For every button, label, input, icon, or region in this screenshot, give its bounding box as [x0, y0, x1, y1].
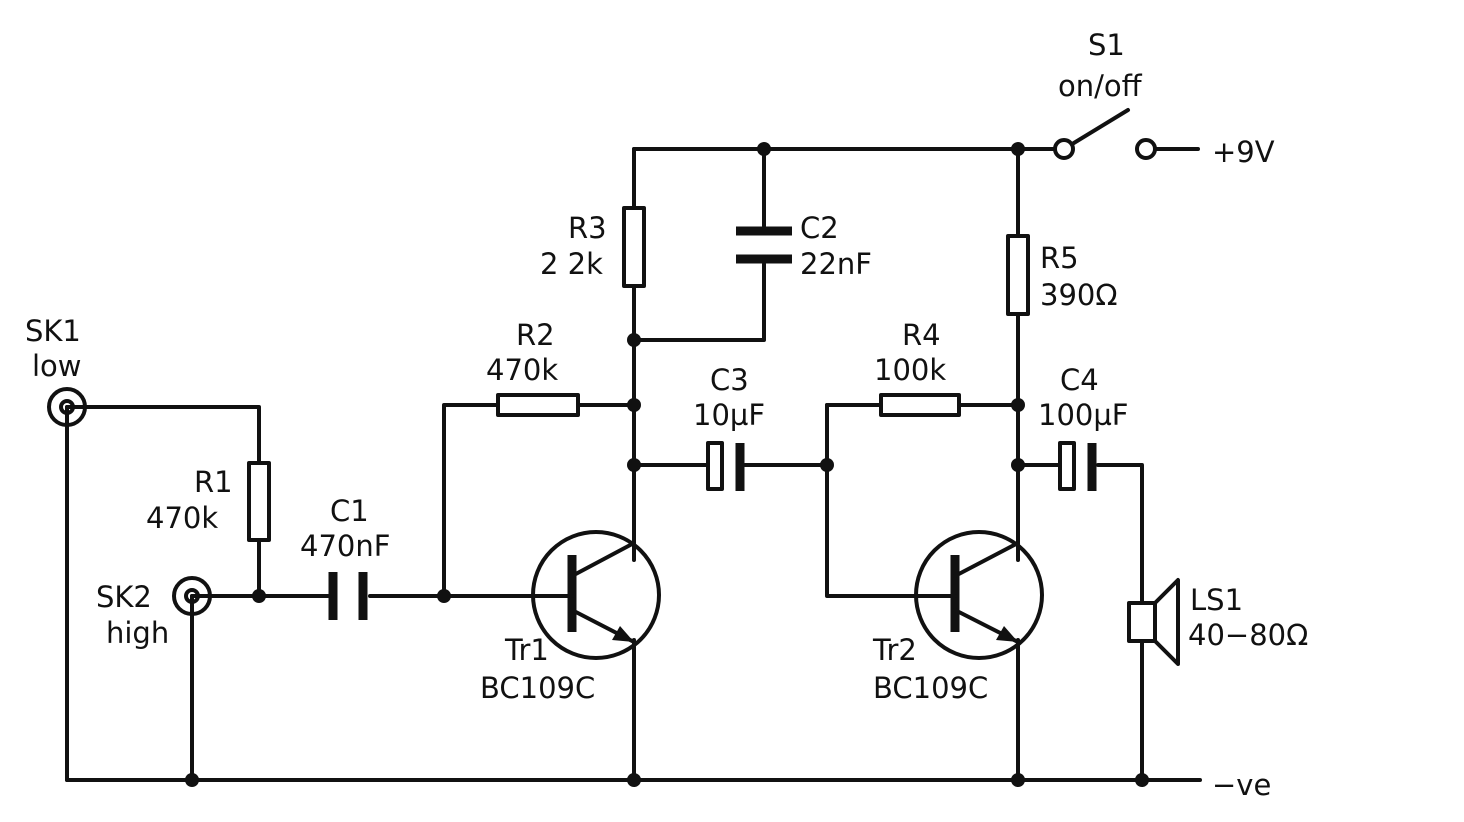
- label-ls1-value: 40−80Ω: [1188, 618, 1308, 652]
- label-r3-value: 2 2k: [540, 247, 603, 281]
- label-supply-negative: −ve: [1212, 768, 1271, 802]
- resistor-r2: [496, 393, 580, 417]
- loudspeaker-ls1: [1127, 578, 1180, 666]
- label-r3-ref: R3: [568, 211, 607, 245]
- label-r4-value: 100k: [874, 353, 946, 387]
- label-sk2-ref: SK2: [96, 580, 152, 614]
- label-sk1-value: low: [32, 349, 82, 383]
- label-tr1-value: BC109C: [480, 671, 595, 705]
- label-s1-ref: S1: [1088, 28, 1125, 62]
- resistor-r5: [1006, 234, 1030, 316]
- capacitor-c2: [736, 226, 792, 264]
- label-sk2-value: high: [106, 616, 169, 650]
- capacitor-c1: [328, 572, 368, 620]
- labels: S1 on/off +9V −ve SK1 low SK2 high R1 47…: [25, 28, 1308, 802]
- wires: [65, 108, 1202, 782]
- socket-sk1: [47, 387, 87, 427]
- switch-s1: [1053, 138, 1157, 160]
- label-c3-ref: C3: [710, 363, 749, 397]
- resistor-r1: [247, 461, 271, 542]
- label-tr2-value: BC109C: [873, 671, 988, 705]
- socket-sk2: [172, 576, 212, 616]
- capacitor-c3: [706, 441, 745, 491]
- label-c2-ref: C2: [800, 211, 839, 245]
- label-supply-positive: +9V: [1212, 135, 1275, 169]
- junctions: [185, 142, 1149, 787]
- label-sk1-ref: SK1: [25, 314, 81, 348]
- label-c1-value: 470nF: [300, 529, 390, 563]
- label-r1-value: 470k: [146, 501, 218, 535]
- label-tr1-ref: Tr1: [504, 633, 549, 667]
- label-c3-value: 10µF: [693, 398, 765, 432]
- transistor-tr2: [913, 530, 1044, 660]
- label-c1-ref: C1: [330, 494, 369, 528]
- label-r5-value: 390Ω: [1040, 278, 1118, 312]
- transistor-tr1: [528, 530, 661, 660]
- label-r2-value: 470k: [486, 353, 558, 387]
- label-c2-value: 22nF: [800, 247, 872, 281]
- label-s1-value: on/off: [1058, 69, 1143, 103]
- label-r2-ref: R2: [516, 318, 555, 352]
- label-r5-ref: R5: [1040, 241, 1079, 275]
- resistor-r4: [879, 393, 961, 417]
- label-r1-ref: R1: [194, 465, 233, 499]
- label-ls1-ref: LS1: [1190, 583, 1243, 617]
- resistor-r3: [622, 206, 646, 288]
- label-c4-ref: C4: [1060, 363, 1099, 397]
- label-r4-ref: R4: [902, 318, 941, 352]
- label-tr2-ref: Tr2: [872, 633, 917, 667]
- label-c4-value: 100µF: [1038, 398, 1128, 432]
- capacitor-c4: [1058, 441, 1097, 491]
